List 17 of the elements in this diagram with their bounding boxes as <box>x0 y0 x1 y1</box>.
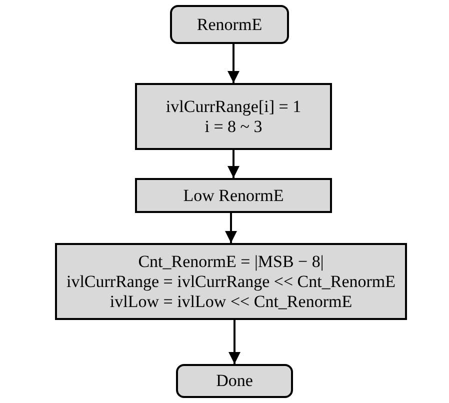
node-text: i = 8 ~ 3 <box>204 116 262 136</box>
node-text: Low RenormE <box>183 186 284 206</box>
terminal-box <box>170 5 289 44</box>
terminal-box <box>176 364 293 398</box>
node-text: RenormE <box>196 14 262 34</box>
process-box <box>135 83 332 150</box>
arrow <box>228 150 240 178</box>
node-text: ivlCurrRange = ivlCurrRange << Cnt_RenormE <box>66 272 396 292</box>
node-text: ivlLow = ivlLow << Cnt_RenormE <box>110 292 352 312</box>
process-box <box>55 243 407 320</box>
arrow <box>228 320 240 364</box>
process-box <box>135 178 332 213</box>
node-text: Cnt_RenormE = |MSB − 8| <box>138 252 324 272</box>
arrow <box>228 44 240 83</box>
node-text: ivlCurrRange[i] = 1 <box>166 96 302 116</box>
arrow <box>225 213 237 243</box>
node-text: Done <box>216 371 253 391</box>
